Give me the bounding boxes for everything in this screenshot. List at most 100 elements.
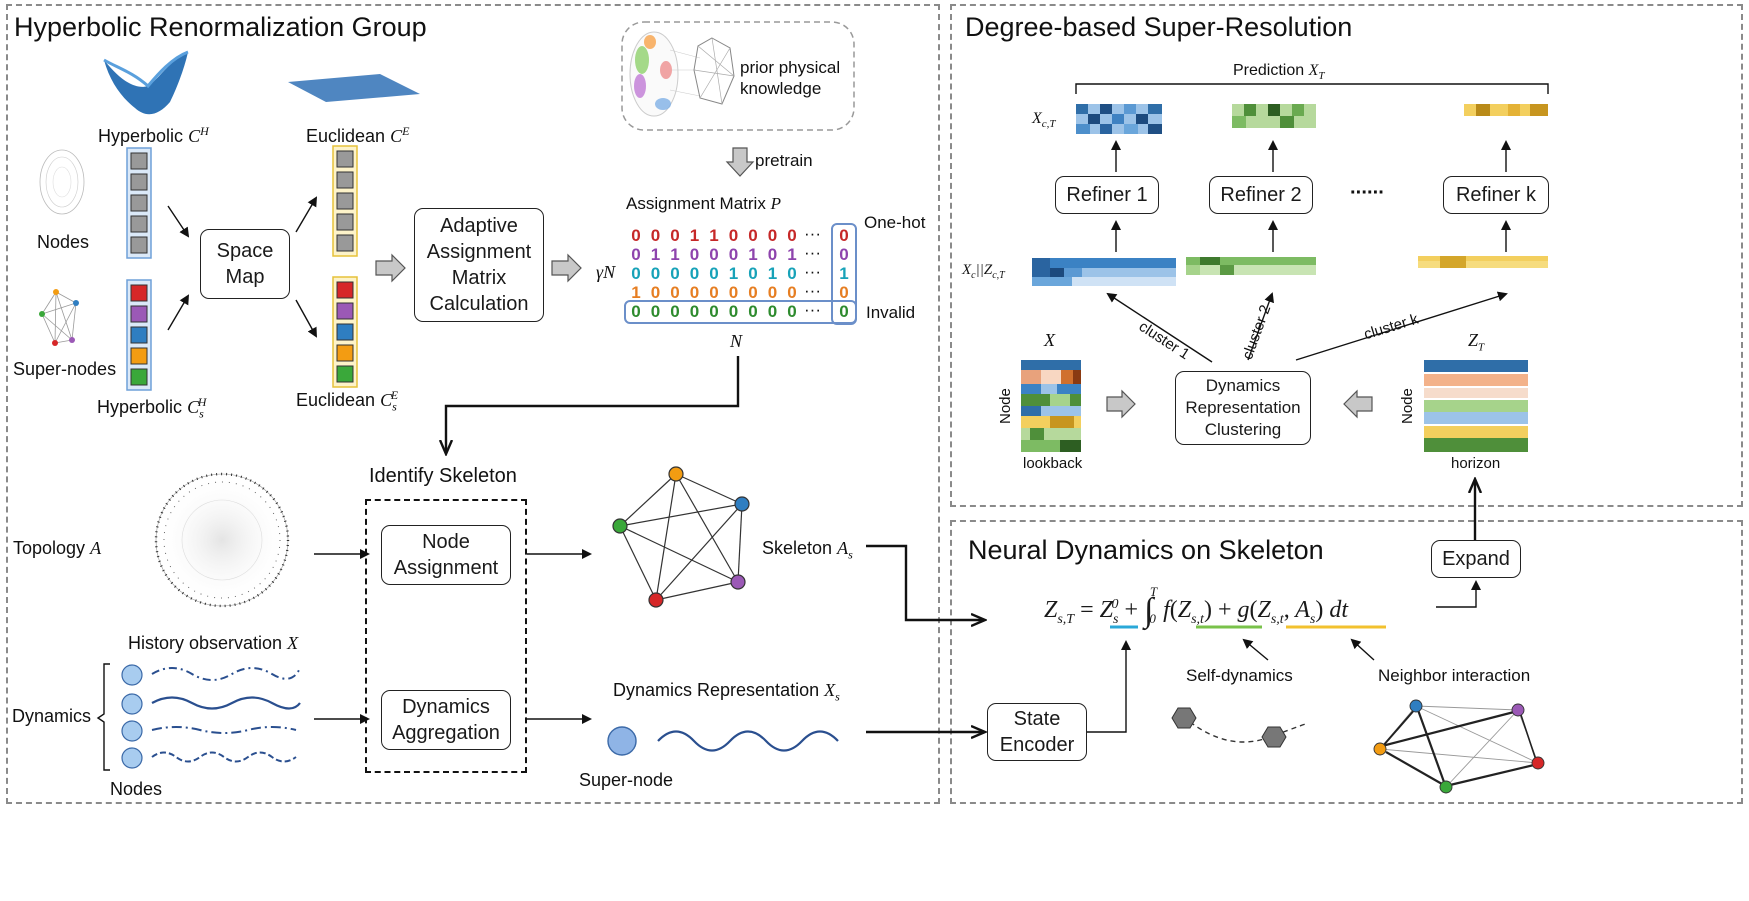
euclidean-cse-vector bbox=[332, 276, 358, 388]
matrix-cell: 1 bbox=[709, 226, 719, 245]
matrix-cell: 0 bbox=[650, 264, 661, 283]
matrix-cell: 0 bbox=[787, 226, 797, 245]
panel-neural-dynamics-on-skeleton bbox=[950, 520, 1743, 804]
matrix-cell: 0 bbox=[670, 226, 680, 245]
nodes-bottom-label: Nodes bbox=[110, 779, 163, 799]
pretrain-label: pretrain bbox=[755, 151, 813, 170]
xc-zct-strip-green bbox=[1186, 257, 1316, 275]
xct-strip-green bbox=[1232, 104, 1316, 128]
state-encoder-box: State Encoder bbox=[987, 703, 1087, 761]
matrix-last-cell: 0 bbox=[839, 283, 849, 302]
dynamics-brace bbox=[96, 663, 110, 771]
nds-title: Neural Dynamics on Skeleton bbox=[968, 535, 1324, 565]
skeleton-to-equation-arrow bbox=[866, 544, 984, 620]
refiner-arrows bbox=[1106, 140, 1511, 363]
encoder-to-zs0-arrow bbox=[1086, 640, 1131, 733]
matrix-cell: 0 bbox=[650, 302, 661, 321]
nodes-label: Nodes bbox=[37, 232, 90, 252]
dynamics-label: Dynamics bbox=[12, 706, 92, 726]
matrix-cell: 1 bbox=[767, 264, 778, 283]
space-map-arrows bbox=[167, 196, 318, 338]
super-node-label: Super-node bbox=[579, 770, 674, 790]
super-node-circle bbox=[607, 726, 637, 756]
prediction-label: Prediction XT bbox=[1233, 62, 1325, 83]
drc-box: Dynamics Representation Clustering bbox=[1175, 371, 1311, 445]
matrix-last-cell: 1 bbox=[839, 264, 849, 283]
euclidean-plane-icon bbox=[288, 74, 420, 102]
matrix-cell: 0 bbox=[748, 283, 758, 302]
skeleton-node-blue bbox=[734, 496, 750, 512]
skeleton-node-red bbox=[648, 592, 664, 608]
gray-block-arrows bbox=[375, 147, 1373, 419]
topology-sphere-icon bbox=[154, 472, 290, 608]
matrix-cell: 0 bbox=[631, 226, 641, 245]
matrix-cell: 1 bbox=[748, 245, 758, 264]
dynamics-representation-label: Dynamics Representation Xs bbox=[613, 680, 840, 704]
matrix-cell: 0 bbox=[728, 245, 739, 264]
matrix-last-cell: 0 bbox=[839, 245, 849, 264]
self-dynamics-icon bbox=[1171, 707, 1308, 748]
prediction-bracket bbox=[1075, 83, 1549, 94]
topology-label: Topology A bbox=[13, 538, 102, 558]
skeleton-node-purple bbox=[730, 574, 746, 590]
identify-skeleton-frame bbox=[365, 499, 527, 773]
matrix-cell: 0 bbox=[670, 302, 680, 321]
prior-knowledge-image-icon bbox=[629, 31, 735, 117]
matrix-last-cell: 0 bbox=[839, 302, 849, 321]
one-hot-label: One-hot bbox=[864, 213, 926, 232]
matrix-cell: 0 bbox=[631, 264, 641, 283]
matrix-ellipsis: ··· bbox=[804, 281, 821, 300]
hyperbolic-saddle-icon bbox=[103, 50, 189, 115]
neighbor-pointer bbox=[1350, 638, 1375, 661]
node-axis-left: Node bbox=[997, 388, 1014, 424]
matrix-cell: 0 bbox=[748, 226, 758, 245]
assignment-matrix-label: Assignment Matrix P bbox=[626, 194, 781, 213]
matrix-cell: 0 bbox=[748, 302, 758, 321]
matrix-ellipsis: ··· bbox=[804, 300, 821, 319]
xct-label: Xc,T bbox=[1032, 110, 1056, 131]
xct-strip-yellow bbox=[1464, 104, 1548, 116]
xc-zct-strip-yellow bbox=[1418, 256, 1548, 268]
matrix-cell: 0 bbox=[650, 283, 661, 302]
skeleton-label: Skeleton As bbox=[762, 538, 853, 562]
skeleton-node-orange bbox=[668, 466, 684, 482]
identify-skeleton-arrows bbox=[314, 549, 592, 724]
x-lookback-title: X bbox=[1044, 330, 1055, 350]
neural-dynamics-equation: Zs,T = Zs0 + ∫0T f(Zs,t) + g(Zs,t, As) d… bbox=[1044, 584, 1349, 629]
matrix-cell: 0 bbox=[689, 245, 700, 264]
prior-knowledge-frame bbox=[621, 21, 855, 131]
hyperbolic-ch-vector bbox=[126, 147, 152, 259]
xct-strip-blue bbox=[1076, 104, 1162, 134]
node-assignment-box: Node Assignment bbox=[381, 525, 511, 585]
space-map-box: Space Map bbox=[200, 229, 290, 299]
matrix-cell: 1 bbox=[670, 245, 680, 264]
matrix-cell: 0 bbox=[787, 264, 797, 283]
matrix-cell: 0 bbox=[689, 302, 700, 321]
euclidean-cse-label: Euclidean CsE bbox=[296, 388, 399, 414]
skeleton-graph bbox=[612, 466, 750, 608]
zt-horizon-title: ZT bbox=[1468, 330, 1485, 354]
matrix-cell: 0 bbox=[767, 226, 778, 245]
matrix-cell: 0 bbox=[767, 283, 778, 302]
dynamics-aggregation-box: Dynamics Aggregation bbox=[381, 690, 511, 750]
neighbor-interaction-graph bbox=[1373, 699, 1545, 794]
horizon-heatmap bbox=[1424, 360, 1528, 452]
matrix-cell: 0 bbox=[709, 283, 719, 302]
matrix-cell: 0 bbox=[728, 226, 739, 245]
self-dynamics-pointer bbox=[1242, 638, 1269, 661]
matrix-cell: 0 bbox=[709, 264, 719, 283]
lookback-heatmap bbox=[1021, 360, 1081, 452]
matrix-ellipsis: ··· bbox=[804, 224, 821, 243]
expand-box: Expand bbox=[1431, 540, 1521, 578]
matrix-cell: 1 bbox=[631, 283, 641, 302]
matrix-cell: 0 bbox=[631, 302, 641, 321]
hrg-title: Hyperbolic Renormalization Group bbox=[14, 12, 427, 42]
euclidean-ce-vector bbox=[332, 145, 358, 257]
matrix-cell: 0 bbox=[689, 264, 700, 283]
